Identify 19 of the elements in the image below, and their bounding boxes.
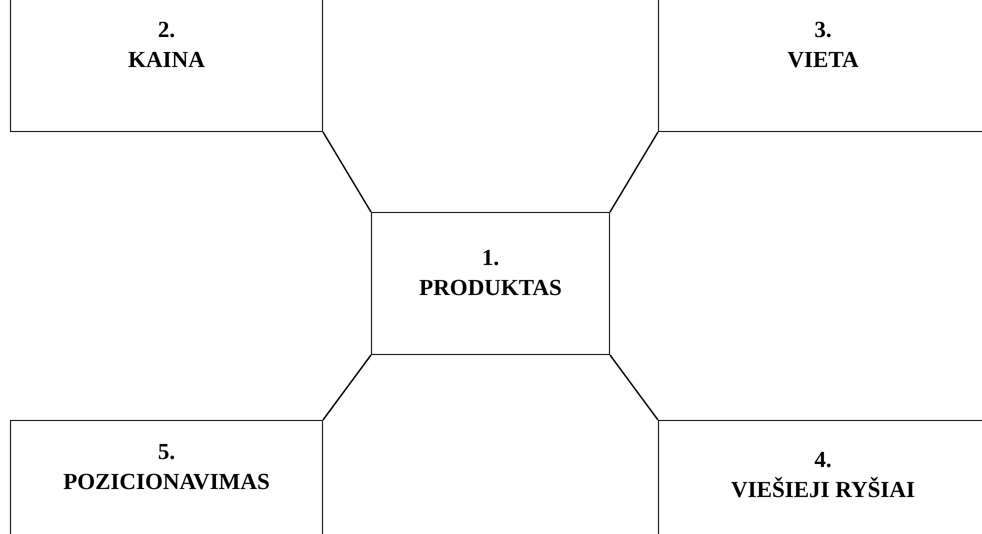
connector-line [609, 354, 659, 420]
connector-line [322, 132, 372, 212]
label-box [658, 0, 982, 132]
item-title: PRODUKTAS [419, 274, 562, 302]
connector-line [609, 132, 659, 212]
connector-line [322, 354, 372, 420]
item-number: 2. [158, 16, 176, 44]
item-title: VIEŠIEJI RYŠIAI [731, 476, 915, 504]
item-number: 3. [814, 16, 832, 44]
item-title: POZICIONAVIMAS [63, 468, 270, 496]
label-box [371, 212, 610, 355]
label-box [10, 0, 323, 132]
label-box [658, 420, 982, 534]
item-number: 5. [158, 438, 176, 466]
label-box [10, 420, 323, 534]
item-number: 4. [814, 446, 832, 474]
item-title: KAINA [128, 46, 205, 74]
item-number: 1. [482, 244, 500, 272]
item-title: VIETA [787, 46, 859, 74]
